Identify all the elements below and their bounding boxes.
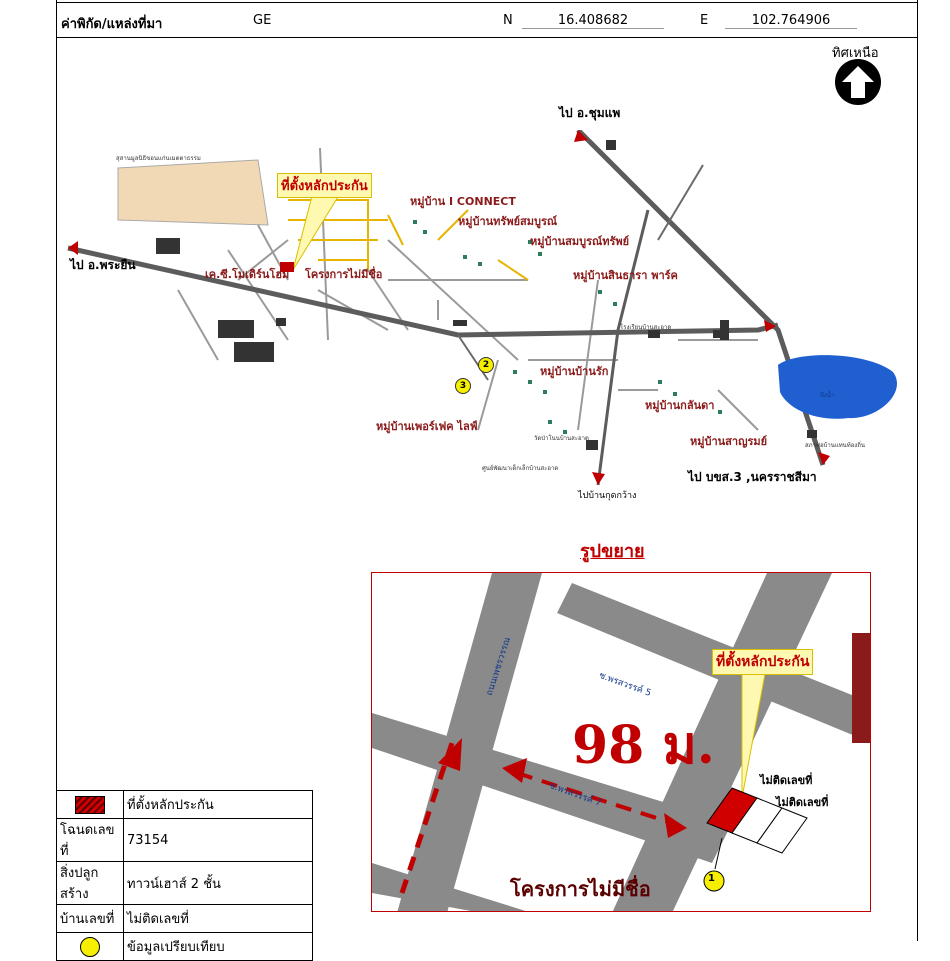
- arrow-east: [764, 320, 776, 332]
- highway-2131: [67, 245, 779, 338]
- place-sawang-school: โรงเรียนบ้านสะอาด: [620, 324, 672, 331]
- comparison-marker-3[interactable]: 3: [455, 378, 471, 394]
- arrow-south: [592, 472, 605, 485]
- village-perfect-life: หมู่บ้านเพอร์เฟค ไลฟ์: [376, 420, 478, 433]
- enlarge-title: รูปขยาย: [580, 541, 645, 562]
- enlarge-marker-leader: [714, 837, 723, 870]
- direction-nakhon-ratchasima: ไป บขส.3 ,นครราชสีมา: [688, 470, 817, 484]
- enlarged-map[interactable]: ที่ตั้งหลักประกัน 98 ม. ไม่ติดเลขที่ ไม่…: [371, 572, 871, 912]
- route-arrowhead-north: [438, 738, 462, 771]
- arrow-south-east: [818, 452, 830, 465]
- page-frame: [56, 0, 918, 941]
- village-somboon-sap: หมู่บ้านสมบูรณ์ทรัพย์: [530, 235, 630, 248]
- east-coordinate-label: E: [700, 13, 709, 28]
- road-petchawan: [397, 573, 542, 911]
- landmark-icons: [156, 140, 817, 450]
- north-coordinate-label: N: [503, 13, 513, 28]
- coordinate-header: ค่าพิกัด/แหล่งที่มา GE N 16.408682 E 102…: [56, 2, 918, 38]
- legend-row: สิ่งปลูกสร้าง ทาวน์เฮาส์ 2 ชั้น: [56, 861, 313, 905]
- place-unnamed-project: โครงการไม่มีชื่อ: [305, 268, 383, 281]
- north-coordinate-value: 16.408682: [522, 13, 664, 29]
- collateral-plots: [706, 787, 808, 854]
- plot-label-1: ไม่ติดเลขที่: [760, 774, 813, 787]
- place-cemetery: สุสานมูลนิธิขอนแก่นเมตตาธรรม: [116, 155, 201, 162]
- village-sinthara-park: หมู่บ้านสินธารา พาร์ค: [573, 269, 678, 282]
- highway-chumphae: [576, 130, 826, 466]
- village-i-connect: หมู่บ้าน I CONNECT: [410, 195, 516, 208]
- direction-ban-kud-krang: ไปบ้านกุดกว้าง: [578, 491, 637, 501]
- route-arrow-north: [399, 742, 455, 894]
- village-plots: [413, 220, 722, 434]
- distance-label: 98 ม.: [572, 715, 715, 776]
- distance-arrowhead-right: [664, 813, 687, 838]
- legend-value: ข้อมูลเปรียบเทียบ: [123, 932, 313, 961]
- comparison-marker-2[interactable]: 2: [478, 357, 494, 373]
- enlarge-callout-label: ที่ตั้งหลักประกัน: [712, 649, 814, 675]
- distance-arrowhead-left: [502, 758, 527, 783]
- plot-label-2: ไม่ติดเลขที่: [776, 796, 829, 809]
- enlarge-project-name: โครงการไม่มีชื่อ: [510, 877, 651, 901]
- callout-pointer: [292, 191, 342, 271]
- arrow-west: [68, 241, 78, 255]
- village-ban-rak: หมู่บ้านบ้านรัก: [540, 365, 609, 378]
- legend-value: ไม่ติดเลขที่: [123, 904, 313, 933]
- coordinate-source-label: ค่าพิกัด/แหล่งที่มา: [61, 17, 163, 32]
- legend-key: โฉนดเลขที่: [56, 818, 124, 862]
- lake-area: [778, 355, 897, 419]
- traffic-light-icon: [720, 320, 729, 340]
- legend-row: ข้อมูลเปรียบเทียบ: [56, 932, 313, 961]
- place-district-office: สภาพ่อบ้านแทนท้องถิ่น: [805, 442, 865, 449]
- legend-key: สิ่งปลูกสร้าง: [56, 861, 124, 905]
- legend-value: 73154: [123, 818, 313, 862]
- collateral-location: [280, 262, 294, 272]
- legend-table: ที่ตั้งหลักประกัน โฉนดเลขที่ 73154 สิ่งป…: [56, 790, 313, 961]
- village-kalanda: หมู่บ้านกลันดา: [645, 399, 715, 412]
- road-south: [596, 209, 650, 486]
- place-community-center: ศูนย์พัฒนาเด็กเล็กบ้านสะอาด: [482, 465, 559, 472]
- cemetery-area: [117, 159, 269, 226]
- overview-map[interactable]: [58, 130, 908, 510]
- direction-phra-yuen: ไป อ.พระยืน: [70, 258, 136, 272]
- place-kc-modern-home: เค.ซี.โมเดิร์นโฮม: [205, 268, 290, 281]
- road-pornsawan-7: [372, 713, 732, 863]
- collateral-hatch-icon: [75, 795, 105, 814]
- direction-chumphae: ไป อ.ชุมแพ: [559, 106, 621, 120]
- building-edge: [852, 633, 870, 743]
- enlarge-marker-1: 1: [708, 873, 715, 884]
- enlarge-marker-circle: [703, 870, 725, 892]
- legend-key: บ้านเลขที่: [56, 904, 124, 933]
- north-arrow-icon: [835, 59, 881, 105]
- place-temple: วัดป่าโนนบ้านสะอาด: [534, 435, 589, 442]
- minor-roads: [177, 147, 759, 431]
- legend-value: ที่ตั้งหลักประกัน: [123, 790, 313, 819]
- distance-line: [516, 771, 673, 825]
- legend-row: ที่ตั้งหลักประกัน: [56, 790, 313, 819]
- coordinate-source-value: GE: [253, 13, 272, 28]
- east-coordinate-value: 102.764906: [725, 13, 857, 29]
- arrow-north: [574, 130, 588, 142]
- legend-value: ทาวน์เฮาส์ 2 ชั้น: [123, 861, 313, 905]
- north-label: ทิศเหนือ: [832, 46, 879, 61]
- village-sap-somboon: หมู่บ้านทรัพย์สมบูรณ์: [458, 215, 558, 228]
- place-lake: บึงน้ำ: [820, 392, 835, 399]
- legend-row: บ้านเลขที่ ไม่ติดเลขที่: [56, 904, 313, 933]
- legend-row: โฉนดเลขที่ 73154: [56, 818, 313, 862]
- road-northeast: [657, 164, 704, 241]
- map-callout-label: ที่ตั้งหลักประกัน: [277, 173, 372, 198]
- village-saran-rom: หมู่บ้านสาญรมย์: [690, 435, 768, 448]
- comparison-circle-icon: [80, 936, 100, 957]
